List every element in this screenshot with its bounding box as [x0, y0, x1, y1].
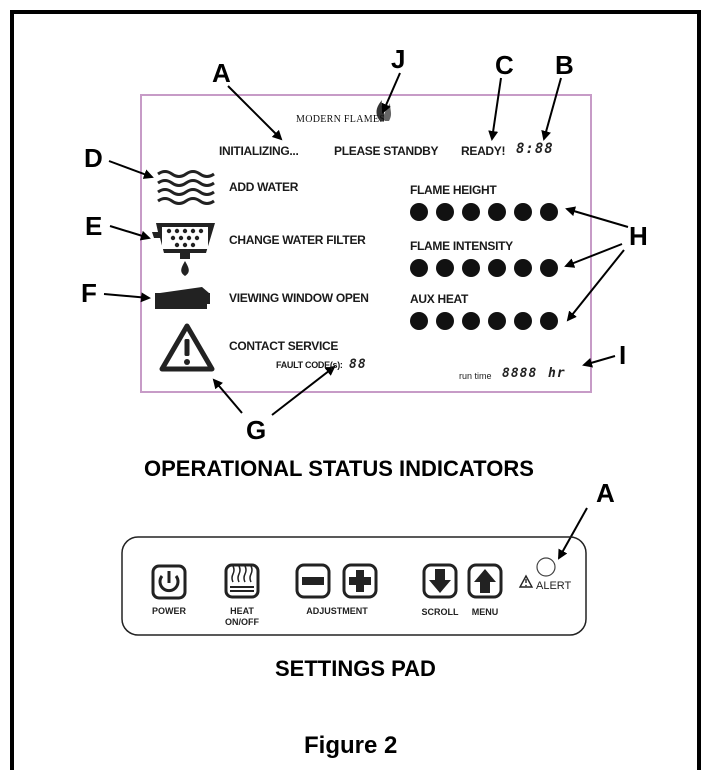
- status-ready: READY!: [461, 144, 506, 158]
- indicator-dot: [462, 312, 480, 330]
- arrow-up-icon: [474, 569, 496, 593]
- run-time-unit: hr: [548, 366, 566, 381]
- indicator-dot: [410, 259, 428, 277]
- window-open-label: VIEWING WINDOW OPEN: [229, 291, 369, 305]
- indicator-dot: [462, 203, 480, 221]
- arrow-b: [541, 77, 562, 141]
- indicator-dot: [436, 312, 454, 330]
- heat-label-line1: HEAT: [230, 606, 254, 616]
- clock-display: 8:88: [516, 141, 554, 157]
- power-button[interactable]: [151, 564, 187, 600]
- minus-icon: [302, 577, 324, 585]
- indicator-dot: [514, 312, 532, 330]
- brand-text: MODERN FLAMES: [296, 114, 386, 125]
- settings-pad: [121, 536, 587, 636]
- indicator-dot: [436, 203, 454, 221]
- callout-arrows: [103, 72, 629, 560]
- callout-j: J: [391, 44, 406, 74]
- callout-c: C: [495, 50, 514, 80]
- arrow-j: [381, 72, 401, 114]
- status-heading: OPERATIONAL STATUS INDICATORS: [144, 456, 534, 481]
- water-filter-icon: [152, 223, 215, 276]
- viewing-window-icon: [155, 287, 210, 309]
- arrow-c: [488, 77, 502, 141]
- power-icon: [158, 575, 180, 593]
- change-filter-label: CHANGE WATER FILTER: [229, 233, 366, 247]
- menu-label: MENU: [471, 607, 499, 617]
- arrow-i: [582, 355, 616, 368]
- arrow-h-1: [565, 206, 629, 228]
- heat-button[interactable]: [224, 563, 260, 599]
- arrow-e: [109, 225, 151, 241]
- menu-button[interactable]: [467, 563, 503, 599]
- indicator-dot: [514, 259, 532, 277]
- callout-i: I: [619, 340, 627, 370]
- flame-intensity-label: FLAME INTENSITY: [410, 239, 513, 253]
- callout-a-top: A: [212, 58, 231, 88]
- add-water-label: ADD WATER: [229, 180, 299, 194]
- contact-service-label: CONTACT SERVICE: [229, 339, 339, 353]
- callout-d: D: [84, 143, 103, 173]
- scroll-label: SCROLL: [421, 607, 459, 617]
- power-label: POWER: [151, 606, 186, 616]
- indicator-dot: [488, 203, 506, 221]
- brand-left: MODERN FLAMES: [296, 114, 385, 125]
- fault-codes-value: 88: [349, 357, 367, 372]
- arrow-a-top: [227, 85, 283, 141]
- flame-height-label: FLAME HEIGHT: [410, 183, 497, 197]
- flame-intensity-dots: [410, 259, 558, 277]
- flame-height-dots: [410, 203, 558, 221]
- arrow-down-icon: [429, 569, 451, 593]
- arrow-f: [103, 292, 151, 303]
- alert-led: [536, 557, 556, 577]
- indicator-dot: [462, 259, 480, 277]
- scroll-button[interactable]: [422, 563, 458, 599]
- indicator-dot: [488, 259, 506, 277]
- run-time-label: run time: [459, 371, 492, 381]
- callout-a-alert: A: [596, 478, 615, 508]
- alert-label: ALERT: [536, 580, 572, 592]
- figure-caption: Figure 2: [304, 732, 398, 759]
- indicator-dot: [540, 312, 558, 330]
- arrow-h-3: [566, 249, 625, 322]
- run-time-value: 8888: [502, 366, 538, 381]
- indicator-dot: [540, 259, 558, 277]
- indicator-dot: [410, 203, 428, 221]
- minus-button[interactable]: [295, 563, 331, 599]
- callout-e: E: [85, 211, 103, 241]
- figure-frame: [10, 10, 701, 770]
- aux-heat-label: AUX HEAT: [410, 292, 469, 306]
- fault-codes-label: FAULT CODE(s):: [276, 360, 343, 370]
- adjustment-label: ADJUSTMENT: [306, 606, 368, 616]
- indicator-dot: [540, 203, 558, 221]
- indicator-dot: [514, 203, 532, 221]
- arrow-a-alert: [558, 507, 588, 560]
- warning-triangle-icon: [159, 323, 215, 372]
- arrow-g-left: [212, 378, 243, 414]
- indicator-dot: [436, 259, 454, 277]
- add-water-icon: [157, 170, 215, 205]
- indicator-dot: [488, 312, 506, 330]
- status-standby: PLEASE STANDBY: [334, 144, 439, 158]
- heater-coil-icon: [230, 565, 254, 592]
- aux-heat-dots: [410, 312, 558, 330]
- indicator-dot: [410, 312, 428, 330]
- heat-label-line2: ON/OFF: [225, 617, 259, 627]
- arrow-g-right: [271, 365, 336, 416]
- settings-heading: SETTINGS PAD: [275, 656, 436, 681]
- callout-f: F: [81, 278, 97, 308]
- status-initializing: INITIALIZING...: [219, 144, 299, 158]
- callout-g: G: [246, 415, 267, 445]
- display-panel: [140, 94, 592, 393]
- alert-warning-icon: [518, 574, 534, 588]
- arrow-d: [108, 160, 154, 179]
- arrow-h-2: [564, 243, 623, 268]
- callout-h: H: [629, 221, 648, 251]
- plus-button[interactable]: [342, 563, 378, 599]
- callout-b: B: [555, 50, 574, 80]
